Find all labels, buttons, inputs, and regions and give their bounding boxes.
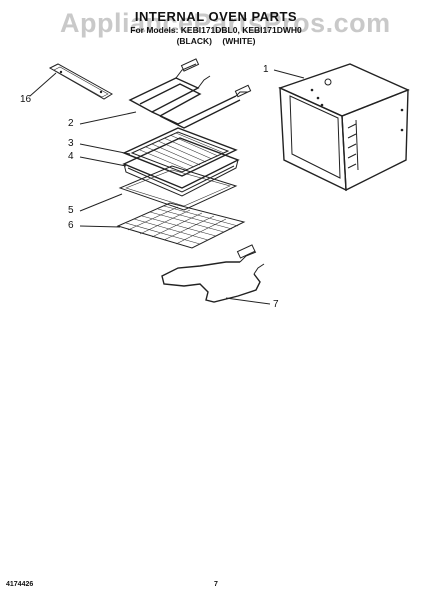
leader-lines xyxy=(29,69,305,305)
callout-5[interactable]: 5 xyxy=(68,205,74,216)
callout-3[interactable]: 3 xyxy=(68,138,74,149)
callout-4[interactable]: 4 xyxy=(68,151,74,162)
part-16-bracket[interactable] xyxy=(48,63,113,100)
color-variants: (BLACK) (WHITE) xyxy=(0,36,432,46)
part-5-oven-rack-flat[interactable] xyxy=(118,165,238,211)
part-2-broil-element[interactable] xyxy=(128,58,252,129)
color-white: (WHITE) xyxy=(222,36,256,46)
color-black: (BLACK) xyxy=(176,36,212,46)
watermark: AppliancePartsPros.com xyxy=(60,8,391,38)
callout-6[interactable]: 6 xyxy=(68,220,74,231)
callout-7[interactable]: 7 xyxy=(273,299,279,310)
callout-16[interactable]: 16 xyxy=(20,94,32,105)
document-number: 4174426 xyxy=(6,581,34,588)
part-6-oven-rack[interactable] xyxy=(116,202,246,249)
page-title: INTERNAL OVEN PARTS xyxy=(134,9,298,24)
page-number: 7 xyxy=(214,581,218,588)
callout-1[interactable]: 1 xyxy=(263,64,269,75)
part-4-broiler-pan[interactable] xyxy=(122,137,240,197)
callout-2[interactable]: 2 xyxy=(68,118,74,129)
part-1-oven-liner[interactable] xyxy=(278,63,410,192)
part-7-bake-element[interactable] xyxy=(161,244,265,303)
model-numbers: For Models: KEBI171DBL0, KEBI171DWH0 xyxy=(130,25,302,35)
